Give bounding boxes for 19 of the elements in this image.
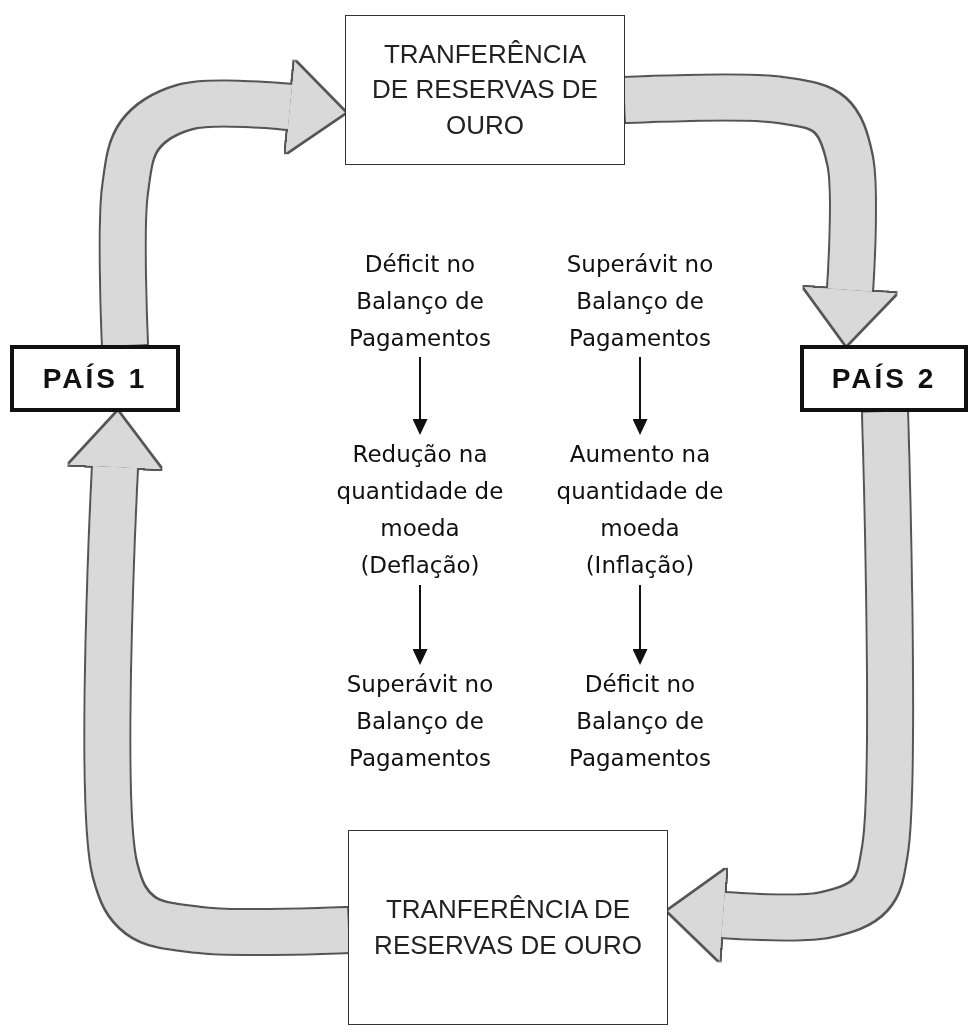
- label-text: Superávit no Balanço de Pagamentos: [325, 665, 515, 777]
- text-box: [345, 15, 625, 165]
- arrow: [412, 356, 428, 435]
- curved-arrow: [668, 411, 913, 961]
- label-text: Redução na quantidade de moeda (Deflação): [325, 435, 515, 585]
- country-box: [800, 345, 968, 412]
- box-label: PAÍS 2: [831, 362, 937, 395]
- label-text: Déficit no Balanço de Pagamentos: [325, 245, 515, 357]
- arrow: [632, 584, 648, 665]
- label-text: Déficit no Balanço de Pagamentos: [545, 665, 735, 777]
- text-box: [348, 830, 668, 1025]
- label-text: Superávit no Balanço de Pagamentos: [545, 245, 735, 357]
- country-box: [10, 345, 180, 412]
- box-label: TRANFERÊNCIA DE RESERVAS DE OURO: [371, 38, 599, 142]
- label-text: Aumento na quantidade de moeda (Inflação): [545, 435, 735, 585]
- arrow: [412, 584, 428, 665]
- box-label: PAÍS 1: [42, 362, 148, 395]
- box-label: TRANFERÊNCIA DE RESERVAS DE OURO: [373, 893, 643, 962]
- arrow: [632, 356, 648, 435]
